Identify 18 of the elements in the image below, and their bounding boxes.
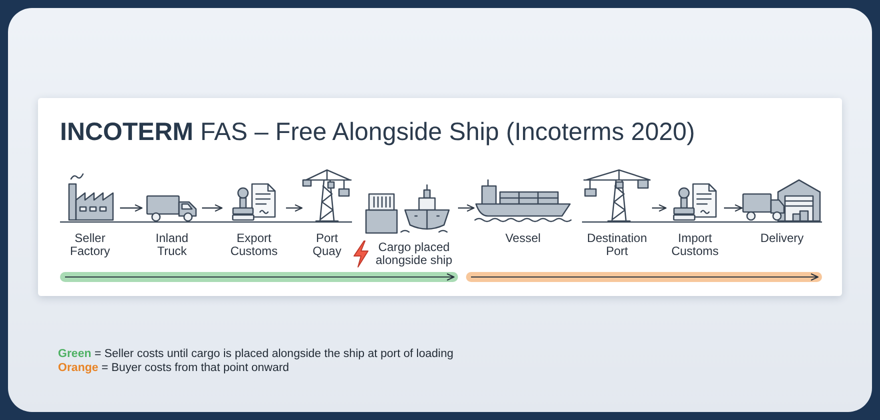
step-label: Destination Port	[586, 232, 648, 258]
arrow	[458, 204, 475, 212]
arrow	[202, 204, 223, 212]
step-label: Cargo placed alongside ship	[374, 241, 454, 267]
step-label: Inland Truck	[154, 232, 190, 258]
arrow	[286, 204, 303, 212]
step-label: Delivery	[759, 232, 805, 245]
arrow	[120, 204, 143, 212]
diagram-title: INCOTERM FAS – Free Alongside Ship (Incoterms 2020)	[60, 117, 695, 147]
step-label: Port Quay	[312, 232, 342, 258]
arrow	[724, 204, 743, 212]
step-label: Seller Factory	[68, 232, 111, 258]
step-label: Vessel	[504, 232, 542, 245]
step-label: Export Customs	[229, 232, 279, 258]
legend-text: Green = Seller costs until cargo is placed alongside the ship at port of loading	[58, 347, 454, 361]
legend-text: Orange = Buyer costs from that point onward	[58, 361, 290, 375]
arrow	[652, 204, 667, 212]
step-label: Import Customs	[670, 232, 720, 258]
